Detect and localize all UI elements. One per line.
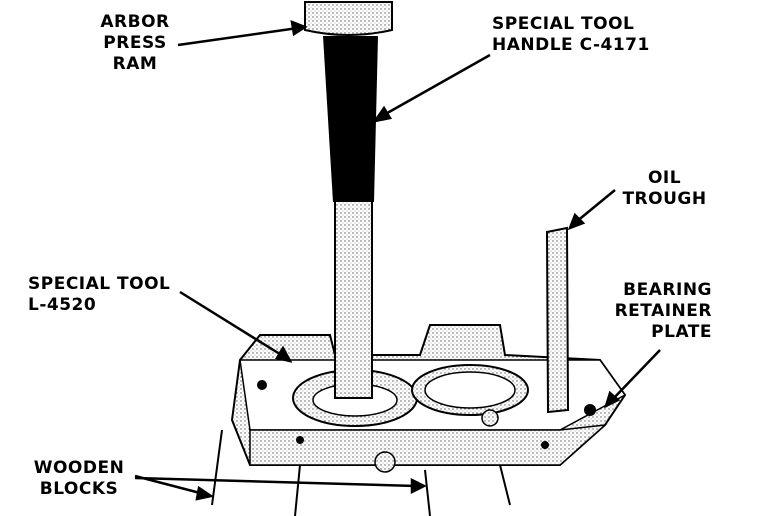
label-special-tool-handle: SPECIAL TOOL HANDLE C-4171 bbox=[492, 14, 650, 55]
special-tool-handle bbox=[323, 36, 378, 399]
label-arbor-press-ram: ARBOR PRESS RAM bbox=[100, 12, 170, 74]
leader-arrows bbox=[134, 20, 661, 501]
label-special-tool-l4520: SPECIAL TOOL L-4520 bbox=[28, 274, 171, 315]
bearing-retainer-plate bbox=[230, 324, 627, 473]
label-oil-trough: OIL TROUGH bbox=[622, 168, 707, 209]
wooden-blocks bbox=[211, 429, 511, 516]
arbor-press-ram bbox=[304, 1, 393, 36]
label-bearing-retainer-plate: BEARING RETAINER PLATE bbox=[614, 280, 712, 342]
oil-trough bbox=[545, 226, 570, 414]
label-wooden-blocks: WOODEN BLOCKS bbox=[33, 458, 125, 499]
